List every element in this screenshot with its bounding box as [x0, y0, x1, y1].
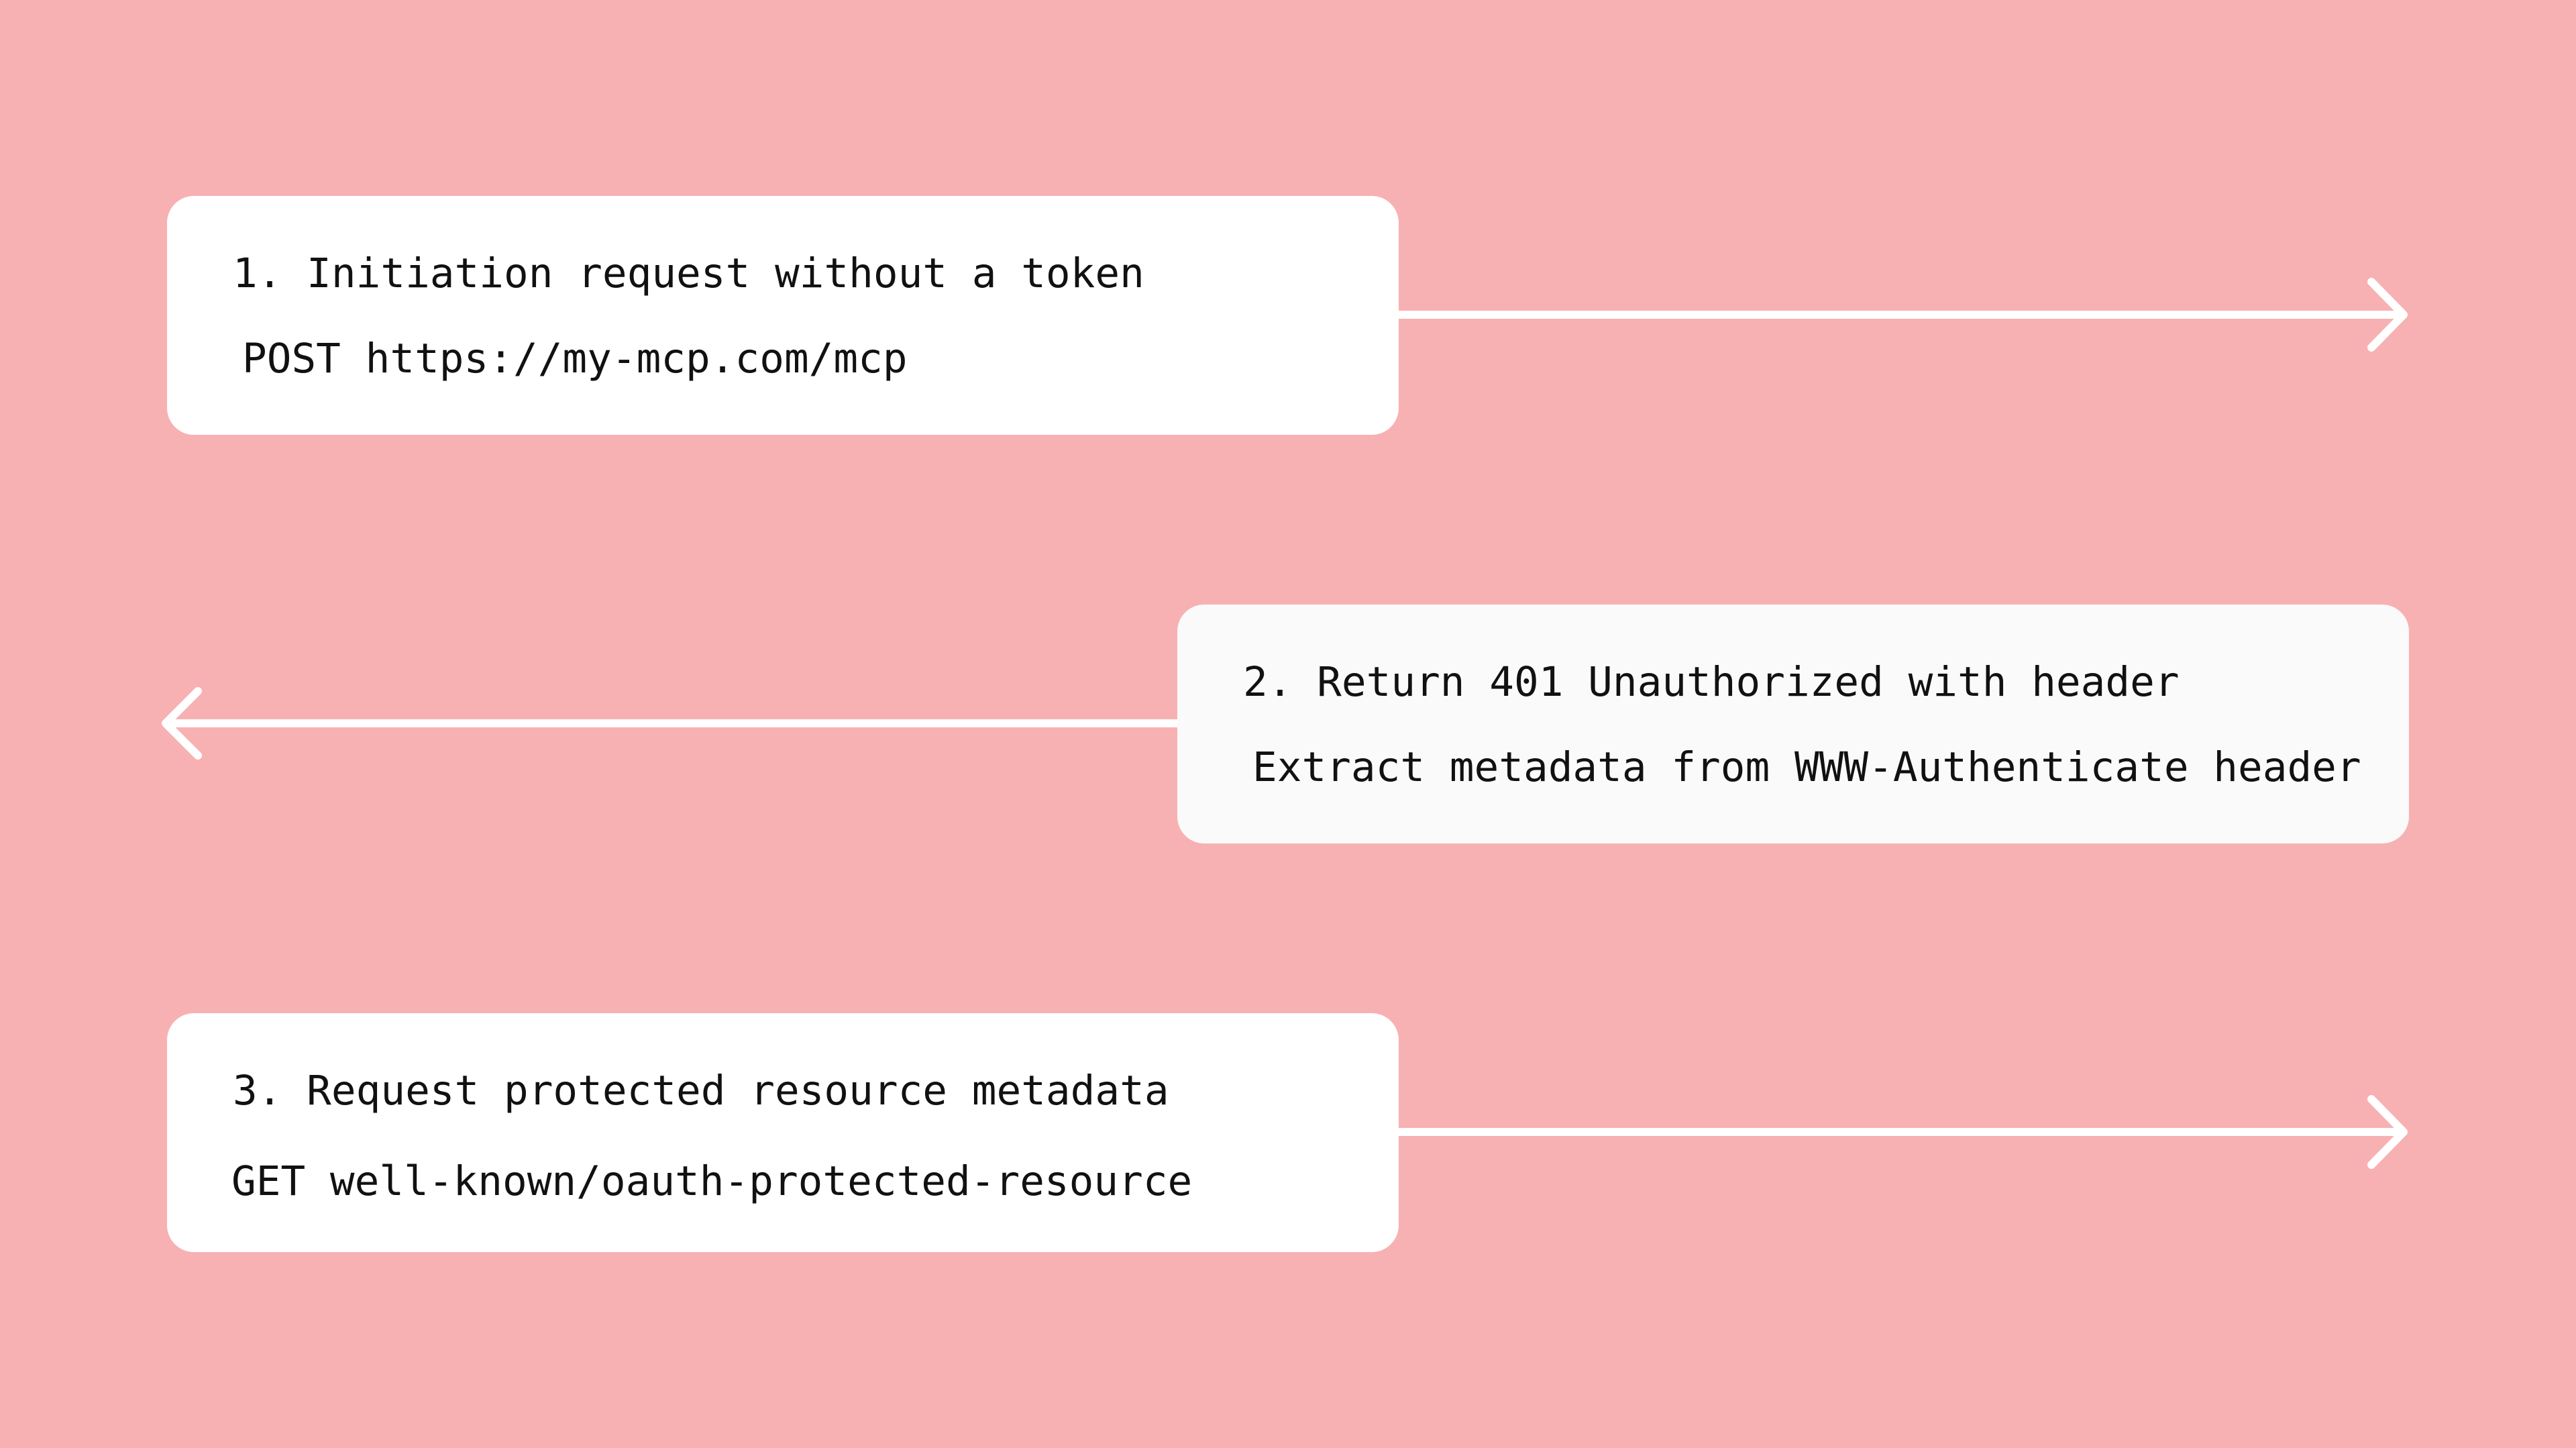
- step-title: 1. Initiation request without a token: [233, 250, 1144, 297]
- step-card-metadata-request: 3. Request protected resource metadata G…: [167, 1013, 1399, 1252]
- step-title: 2. Return 401 Unauthorized with header: [1243, 658, 2180, 706]
- step-detail: Extract metadata from WWW-Authenticate h…: [1252, 743, 2361, 791]
- arrow-left-icon: [162, 687, 1181, 760]
- arrow-right-icon: [1395, 1095, 2408, 1169]
- step-card-unauthorized: 2. Return 401 Unauthorized with header E…: [1177, 605, 2409, 843]
- step-detail: POST https://my-mcp.com/mcp: [242, 335, 908, 382]
- step-card-initiation: 1. Initiation request without a token PO…: [167, 196, 1399, 435]
- step-detail: GET well-known/oauth-protected-resource: [231, 1157, 1193, 1205]
- step-title: 3. Request protected resource metadata: [233, 1067, 1169, 1115]
- arrow-right-icon: [1395, 278, 2408, 352]
